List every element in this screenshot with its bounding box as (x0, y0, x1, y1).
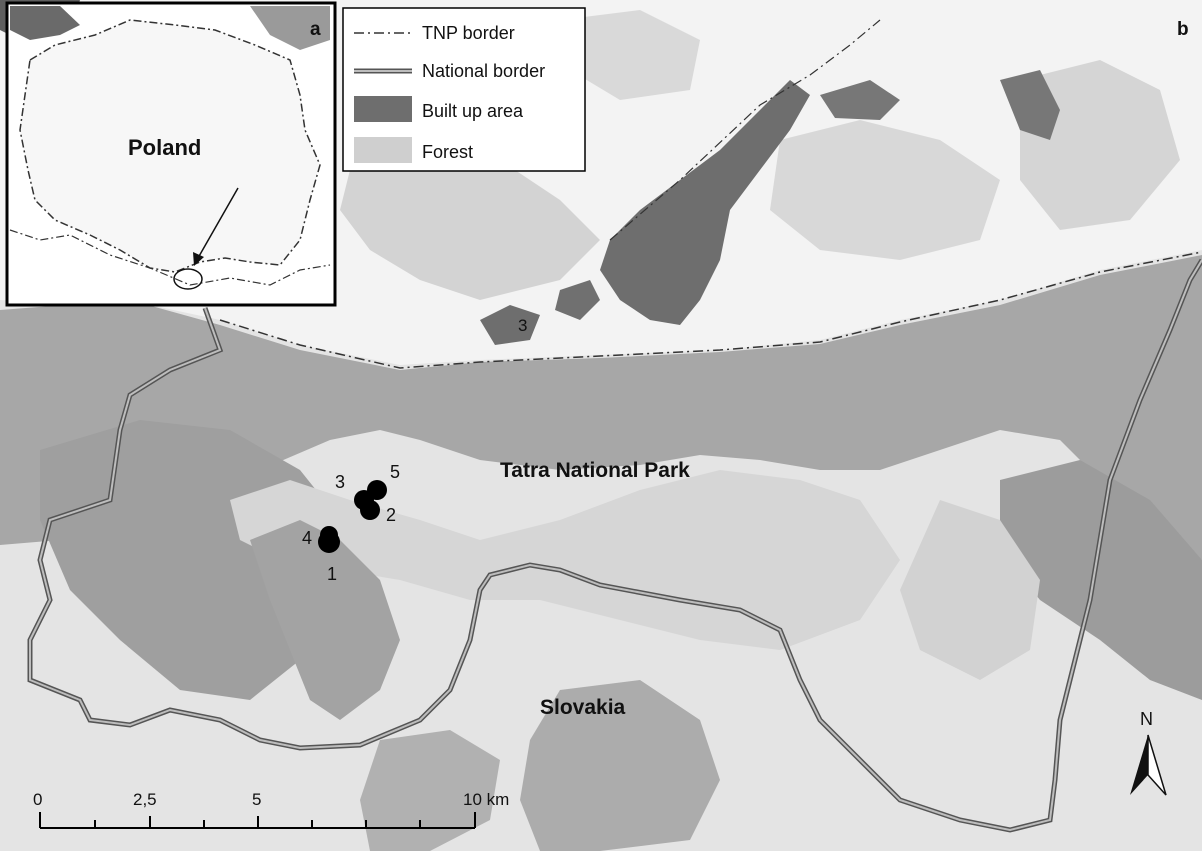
village-marker-label: 3 (518, 316, 527, 335)
legend-label: TNP border (422, 23, 515, 43)
legend-label: National border (422, 61, 545, 81)
inset-arrow-head-icon (193, 252, 204, 266)
country-label-slovakia: Slovakia (540, 696, 626, 719)
lowland-forest (340, 150, 600, 300)
scale-tick-label: 2,5 (133, 790, 157, 809)
built-up-area (1000, 70, 1060, 140)
north-arrow-icon (1130, 735, 1148, 795)
north-arrow-icon (1147, 734, 1167, 796)
north-arrow: N (1130, 709, 1167, 796)
forest-area (520, 680, 720, 851)
site-marker (320, 526, 338, 544)
scale-bar: 0 2,5 5 10 km (33, 790, 509, 829)
built-up-area (600, 80, 810, 325)
built-up-area (820, 80, 900, 120)
inset-arrow (197, 187, 239, 259)
park-label: Tatra National Park (500, 459, 690, 482)
inset-neighbour-area (10, 6, 80, 40)
forest-area (0, 255, 1202, 560)
alpine-area (230, 470, 900, 650)
built-up-area (555, 280, 600, 320)
site-label: 3 (335, 472, 345, 492)
lowland-forest (770, 120, 1000, 260)
legend-label: Built up area (422, 101, 524, 121)
legend-symbol-forest (354, 137, 412, 163)
inset-poland-outline (19, 19, 321, 273)
legend-label: Forest (422, 142, 473, 162)
inset-tatra-location (173, 268, 203, 290)
site-label: 1 (327, 564, 337, 584)
inset-border-lines (9, 229, 331, 286)
legend-symbol-built-up (354, 96, 412, 122)
built-up-area (480, 305, 540, 345)
forest-area (360, 730, 500, 851)
inset-country-label: Poland (128, 135, 201, 160)
site-label: 4 (302, 528, 312, 548)
panel-letter-b: b (1177, 19, 1189, 40)
study-sites: 1 2 3 4 5 (302, 462, 400, 584)
inset-map: Poland a (5, 1, 337, 307)
north-label: N (1140, 709, 1153, 729)
scale-tick-label: 10 km (463, 790, 509, 809)
forest-area (1000, 460, 1202, 700)
site-label: 5 (390, 462, 400, 482)
scale-tick-label: 0 (33, 790, 42, 809)
inset-neighbour-area (250, 6, 330, 50)
site-marker (367, 480, 387, 500)
national-border (29, 259, 1202, 832)
legend: TNP border National border Built up area… (342, 7, 586, 172)
lowland-forest (560, 10, 700, 100)
panel-letter-a: a (310, 19, 321, 40)
site-label: 2 (386, 505, 396, 525)
tnp-border (219, 251, 1202, 369)
scale-tick-label: 5 (252, 790, 261, 809)
alpine-area (900, 500, 1040, 680)
site-marker (360, 500, 380, 520)
lowland-forest (1020, 60, 1180, 230)
forest-area (250, 520, 400, 720)
